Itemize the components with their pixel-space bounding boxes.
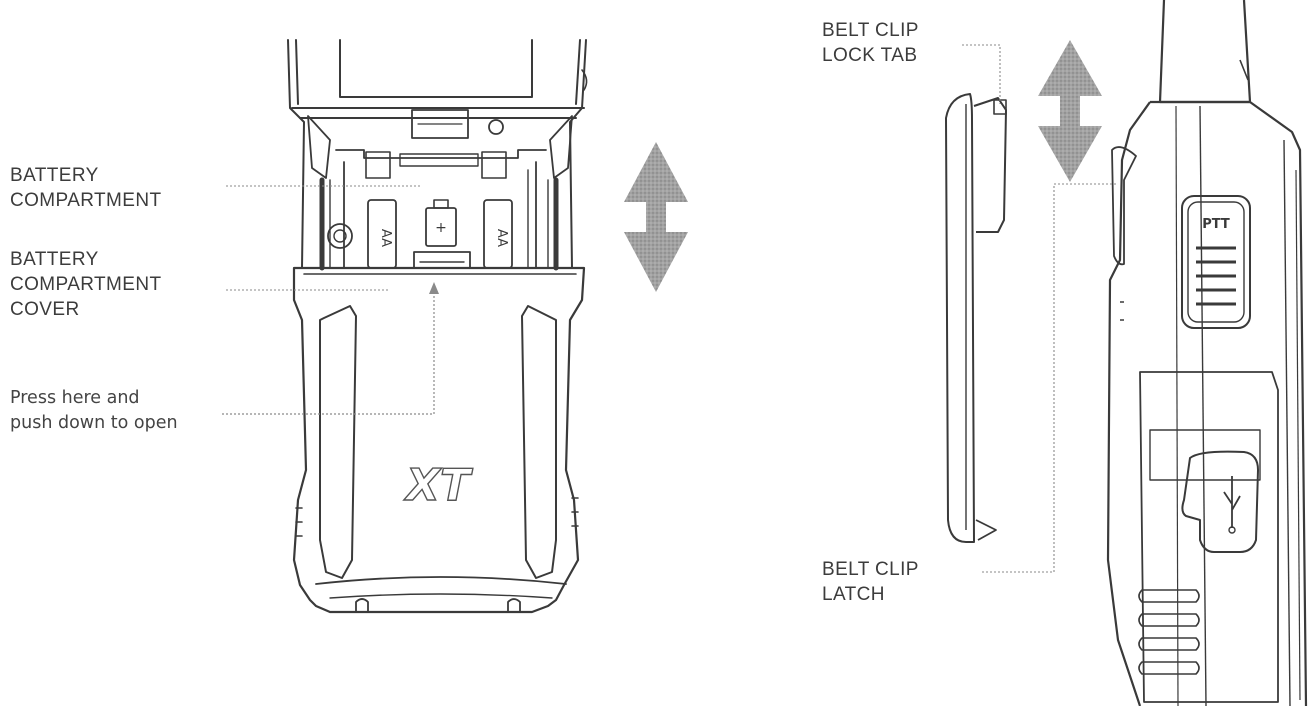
polarity-label: + — [435, 220, 447, 236]
radio-back-view — [287, 39, 588, 614]
label-press-here: Press here and push down to open — [10, 386, 178, 436]
belt-clip — [945, 93, 1007, 543]
label-line: LOCK TAB — [822, 45, 918, 66]
leader-lines-right — [962, 44, 1118, 573]
label-battery-compartment: BATTERY COMPARTMENT — [10, 163, 161, 213]
radio-side-view — [1106, 0, 1308, 706]
battery-right-label: AA — [494, 229, 509, 247]
label-line: BELT CLIP — [822, 559, 919, 580]
press-here-pointer — [222, 292, 435, 415]
battery-markings: AA AA + — [378, 220, 509, 247]
slide-arrow-right — [1038, 40, 1102, 182]
label-belt-clip-lock-tab: BELT CLIP LOCK TAB — [822, 18, 919, 68]
slide-arrow-left — [624, 142, 688, 292]
ptt-marking: PTT — [1202, 217, 1230, 232]
label-line: LATCH — [822, 584, 885, 605]
press-here-arrowhead — [429, 282, 439, 294]
xt-logo: XT — [403, 460, 473, 511]
leader-lines-left — [226, 185, 420, 291]
battery-left-label: AA — [378, 229, 393, 247]
label-line: COMPARTMENT — [10, 274, 162, 295]
label-line: push down to open — [10, 413, 178, 433]
label-line: COMPARTMENT — [10, 190, 162, 211]
label-belt-clip-latch: BELT CLIP LATCH — [822, 557, 919, 607]
label-battery-compartment-cover: BATTERY COMPARTMENT COVER — [10, 247, 161, 322]
label-line: BATTERY — [10, 249, 99, 270]
label-line: Press here and — [10, 388, 140, 408]
label-line: COVER — [10, 299, 80, 320]
label-line: BELT CLIP — [822, 20, 919, 41]
label-line: BATTERY — [10, 165, 99, 186]
